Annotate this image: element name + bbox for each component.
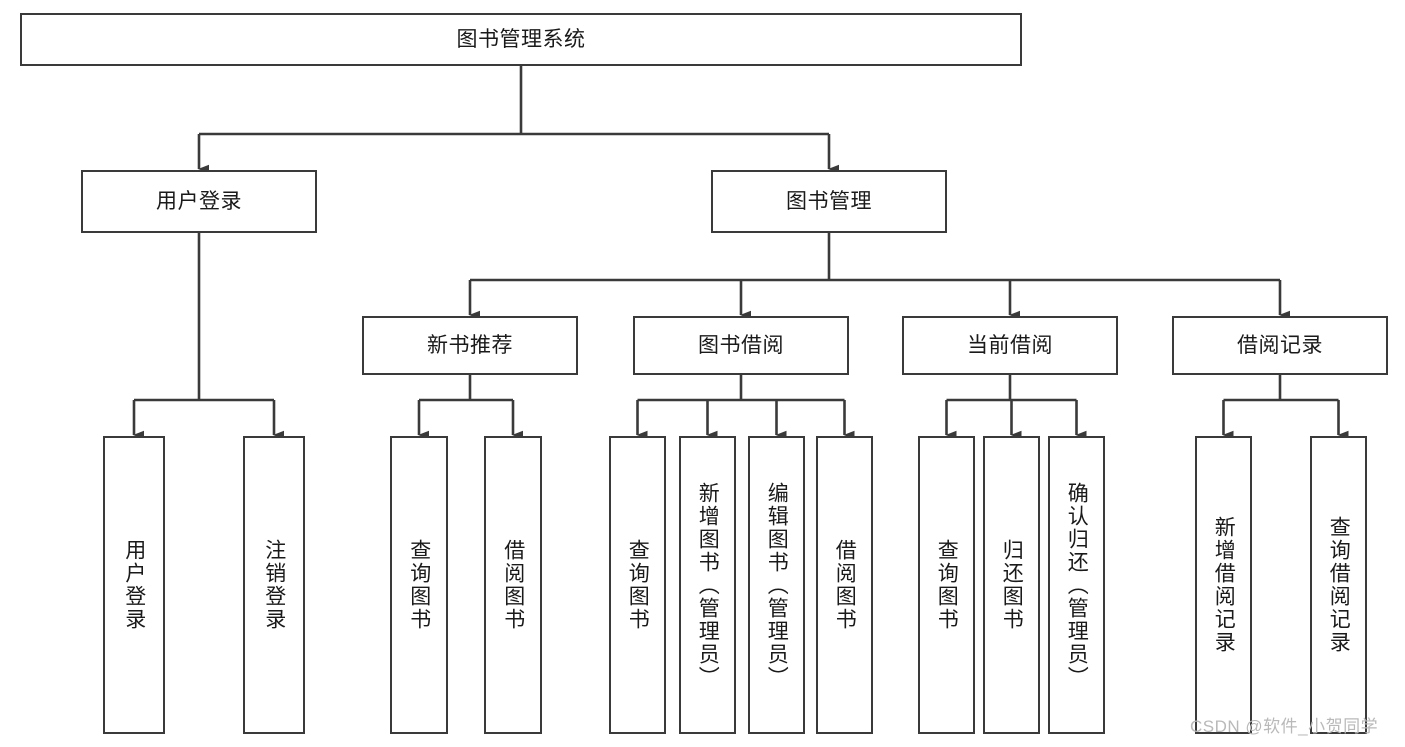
node-current-borrow[interactable]: 当前借阅	[902, 316, 1118, 375]
node-leaf-confirm-return-admin[interactable]: 确认归还（管理员）	[1048, 436, 1105, 734]
node-root[interactable]: 图书管理系统	[20, 13, 1022, 66]
node-new-book-recommend[interactable]: 新书推荐	[362, 316, 578, 375]
node-label: 编辑图书（管理员）	[765, 481, 789, 689]
node-leaf-borrow-book[interactable]: 借阅图书	[816, 436, 873, 734]
node-label: 注销登录	[262, 539, 286, 631]
node-leaf-user-logout[interactable]: 注销登录	[243, 436, 305, 734]
node-label: 查询图书	[407, 539, 431, 631]
node-leaf-add-borrow-record[interactable]: 新增借阅记录	[1195, 436, 1252, 734]
node-borrow-record[interactable]: 借阅记录	[1172, 316, 1388, 375]
node-label: 借阅图书	[501, 539, 525, 631]
node-leaf-user-login[interactable]: 用户登录	[103, 436, 165, 734]
node-label: 确认归还（管理员）	[1065, 481, 1089, 689]
node-label: 图书管理	[786, 189, 872, 213]
node-label: 图书管理系统	[456, 27, 586, 51]
node-label: 新书推荐	[427, 333, 513, 357]
node-label: 新增借阅记录	[1212, 516, 1236, 654]
node-leaf-borrow-book-recommend[interactable]: 借阅图书	[484, 436, 542, 734]
node-leaf-return-book[interactable]: 归还图书	[983, 436, 1040, 734]
node-label: 借阅记录	[1237, 333, 1323, 357]
node-label: 用户登录	[156, 189, 242, 213]
node-label: 查询图书	[935, 539, 959, 631]
node-book-manage[interactable]: 图书管理	[711, 170, 947, 233]
node-leaf-edit-book-admin[interactable]: 编辑图书（管理员）	[748, 436, 805, 734]
node-user-login[interactable]: 用户登录	[81, 170, 317, 233]
node-label: 查询图书	[626, 539, 650, 631]
node-leaf-query-book-recommend[interactable]: 查询图书	[390, 436, 448, 734]
node-leaf-add-book-admin[interactable]: 新增图书（管理员）	[679, 436, 736, 734]
node-label: 当前借阅	[967, 333, 1053, 357]
node-label: 新增图书（管理员）	[696, 481, 720, 689]
node-book-borrow[interactable]: 图书借阅	[633, 316, 849, 375]
node-label: 用户登录	[122, 539, 146, 631]
node-label: 查询借阅记录	[1327, 516, 1351, 654]
node-leaf-query-book-current[interactable]: 查询图书	[918, 436, 975, 734]
node-label: 借阅图书	[833, 539, 857, 631]
node-leaf-query-book-borrow[interactable]: 查询图书	[609, 436, 666, 734]
node-leaf-query-borrow-record[interactable]: 查询借阅记录	[1310, 436, 1367, 734]
node-label: 归还图书	[1000, 539, 1024, 631]
node-label: 图书借阅	[698, 333, 784, 357]
